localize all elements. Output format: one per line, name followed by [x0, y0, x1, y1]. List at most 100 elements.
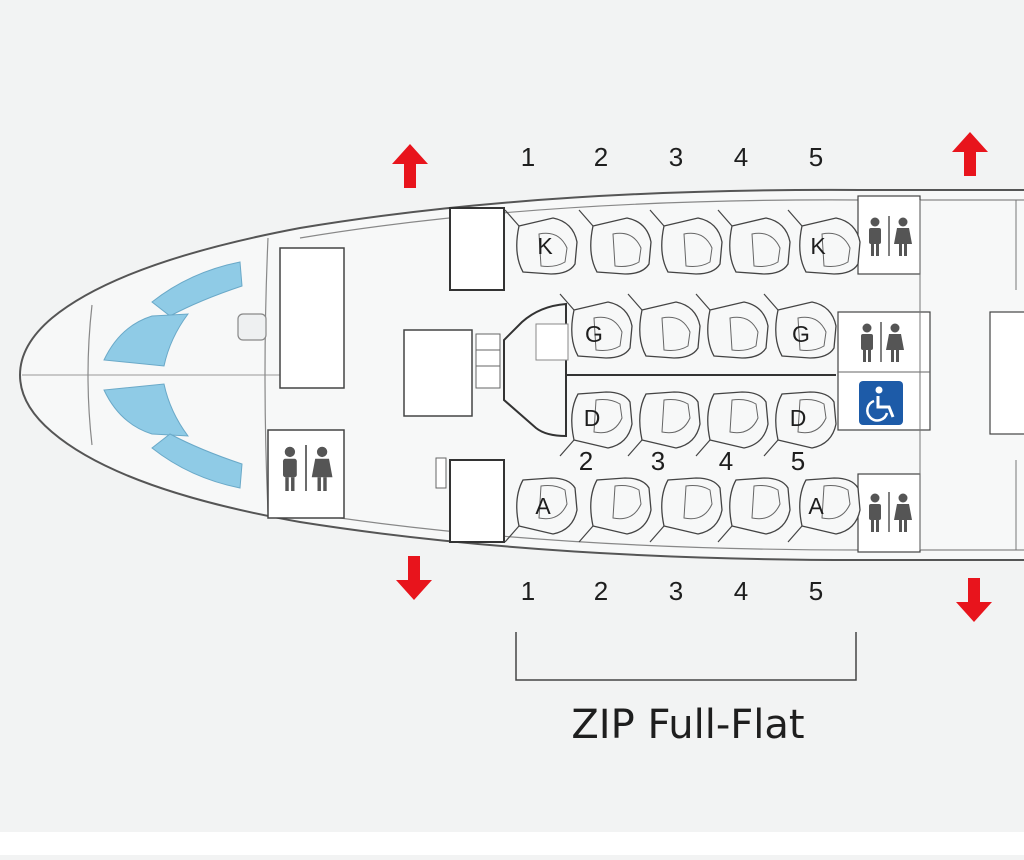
top-row-number: 4 — [734, 142, 748, 172]
seat-armrest — [504, 525, 520, 543]
seat-letter: G — [585, 321, 603, 347]
seat-armrest — [763, 293, 779, 311]
seat-armrest — [717, 525, 733, 543]
seat[interactable] — [627, 293, 701, 359]
person-leg — [317, 477, 321, 491]
bottom-band — [0, 832, 1024, 855]
seat[interactable] — [578, 209, 652, 275]
person-body — [311, 458, 333, 478]
seat[interactable] — [695, 293, 769, 359]
console-display — [535, 323, 569, 361]
seat-cushion — [821, 485, 851, 520]
person-body — [869, 504, 881, 520]
seat-letter: A — [535, 493, 551, 519]
seat-letter: D — [790, 405, 807, 431]
seat-cushion — [751, 232, 781, 267]
seat-shell — [639, 391, 701, 449]
seat-cushion — [661, 316, 691, 351]
seat-cushion — [683, 485, 713, 520]
wheelchair-wheel — [866, 399, 889, 422]
seat-armrest — [627, 293, 643, 311]
seat[interactable] — [504, 477, 578, 543]
wheelchair-head — [875, 386, 883, 394]
nose-cone-line — [87, 304, 93, 446]
exit-arrow-icon — [956, 578, 992, 622]
cockpit-panel — [237, 313, 267, 341]
small-locker — [435, 457, 447, 489]
lavatory-icon — [283, 445, 333, 491]
exit-arrow-icon — [396, 556, 432, 600]
exit-arrow-shape — [396, 556, 432, 600]
person-head — [284, 446, 296, 458]
seat-armrest — [649, 209, 665, 227]
seat-cushion — [661, 399, 691, 434]
person-leg — [899, 244, 902, 256]
seat[interactable] — [787, 477, 861, 543]
seat[interactable] — [717, 477, 791, 543]
seat[interactable] — [763, 391, 837, 457]
seat-armrest — [578, 209, 594, 227]
person-head — [890, 323, 900, 333]
seat-letter: A — [808, 493, 824, 519]
seat-shell — [571, 301, 633, 359]
middle-row-number: 5 — [791, 446, 805, 476]
seat[interactable] — [717, 209, 791, 275]
seat-cushion — [683, 232, 713, 267]
seat[interactable] — [695, 391, 769, 457]
seat-armrest — [649, 525, 665, 543]
lavatory-icon — [869, 492, 912, 532]
seat-shell — [571, 391, 633, 449]
seat-armrest — [559, 293, 575, 311]
seat[interactable] — [649, 477, 723, 543]
seat[interactable] — [627, 391, 701, 457]
person-head — [898, 217, 908, 227]
person-leg — [904, 520, 907, 532]
seat-armrest — [578, 525, 594, 543]
seat[interactable] — [649, 209, 723, 275]
seat-armrest — [559, 439, 575, 457]
seat-shell — [729, 477, 791, 535]
seat-cushion — [538, 485, 568, 520]
seat[interactable] — [787, 209, 861, 275]
seat[interactable] — [559, 391, 633, 457]
seat-letter: G — [792, 321, 810, 347]
seat-cushion — [538, 232, 568, 267]
aft-galley — [989, 311, 1024, 435]
middle-row-number: 2 — [579, 446, 593, 476]
seat[interactable] — [504, 209, 578, 275]
seat-cushion — [612, 232, 642, 267]
person-head — [870, 217, 880, 227]
person-leg — [896, 350, 899, 362]
top-row-number: 1 — [521, 142, 535, 172]
seat-cushion — [729, 399, 759, 434]
wheelchair-icon — [859, 381, 903, 425]
person-body — [886, 334, 904, 350]
seat-shell — [661, 477, 723, 535]
seat[interactable] — [559, 293, 633, 359]
seat-armrest — [627, 439, 643, 457]
seat-armrest — [695, 439, 711, 457]
seat-armrest — [504, 209, 520, 227]
person-leg — [899, 520, 902, 532]
top-row-number: 5 — [809, 142, 823, 172]
galley-unit — [475, 333, 501, 389]
person-body — [894, 504, 912, 520]
person-leg — [891, 350, 894, 362]
seat-cushion — [797, 399, 827, 434]
seat[interactable] — [763, 293, 837, 359]
exit-arrow-shape — [956, 578, 992, 622]
lavatory-icon — [869, 216, 912, 256]
seat-letter: D — [584, 405, 601, 431]
forward-galley — [279, 247, 345, 389]
seat-shell — [661, 217, 723, 275]
person-body — [869, 228, 881, 244]
person-leg — [285, 477, 289, 491]
person-head — [870, 493, 880, 503]
closet-bottom — [449, 459, 505, 543]
seat-shell — [590, 217, 652, 275]
exit-arrow-shape — [392, 144, 428, 188]
seat[interactable] — [578, 477, 652, 543]
seat-shell — [707, 391, 769, 449]
seat-armrest — [787, 209, 803, 227]
